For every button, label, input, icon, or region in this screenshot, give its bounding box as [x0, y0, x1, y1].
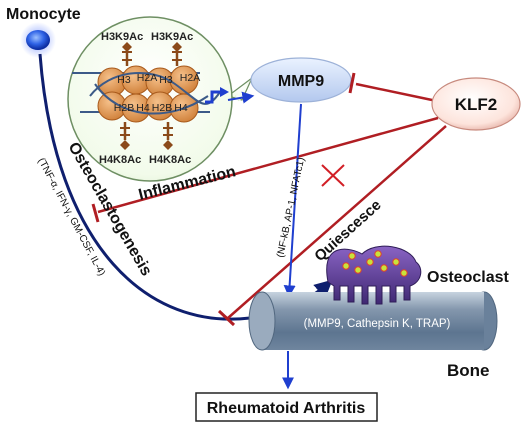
osteoclast-nucleus — [400, 269, 408, 277]
bone-slab — [262, 292, 484, 350]
osteoclast-nucleus — [342, 262, 350, 270]
histone-label: H4 — [174, 102, 188, 114]
mmp9-label: MMP9 — [278, 73, 324, 90]
expression-arrow — [227, 91, 255, 104]
mark-label-bottom: H4K8Ac — [99, 154, 141, 166]
acetyl-mark — [163, 140, 173, 150]
inhibit-mmp9-line — [355, 82, 433, 102]
histone-label: H4 — [136, 102, 150, 114]
transcription-factors-label: (NF-kB, AP-1, NFATc1) — [275, 157, 307, 259]
osteoclast-nucleus — [348, 252, 356, 260]
dna-wrap — [89, 72, 221, 105]
mmp9-node — [250, 57, 352, 103]
histone-label: H2B — [114, 102, 134, 114]
osteoclast — [326, 245, 422, 305]
acetyl-mark — [122, 42, 132, 52]
klf2-label: KLF2 — [455, 95, 498, 114]
osteoclast-nucleus — [354, 266, 362, 274]
inhibit-osteoclastogenesis-bar — [217, 309, 236, 327]
osteoclast-label: Osteoclast — [427, 269, 509, 286]
inhibit-inflammation-bar — [91, 203, 100, 223]
monocyte-cell — [26, 30, 50, 50]
bone: (MMP9, Cathepsin K, TRAP) — [248, 291, 498, 351]
histone-label: H2A — [180, 72, 200, 84]
outcome-label: Rheumatoid Arthritis — [207, 400, 366, 417]
acetyl-mark — [120, 140, 130, 150]
inhibit-osteoclastogenesis-line — [227, 125, 447, 319]
mark-label-top: H3K9Ac — [151, 31, 193, 43]
histone-label: H2B — [152, 102, 172, 114]
klf2-node — [431, 77, 521, 131]
bone-label: Bone — [447, 361, 490, 380]
nucleosome: H3 H2A H3 H2A H2B H4 H2B H4 H3K9Ac H3K9A… — [72, 31, 229, 166]
osteoclast-nucleus — [380, 264, 388, 272]
klf2-inhibitions — [91, 72, 447, 327]
histone-label: H3 — [159, 74, 173, 86]
bone-proteins-label: (MMP9, Cathepsin K, TRAP) — [304, 318, 451, 330]
transcription-start-arrow — [205, 90, 222, 104]
mmp9-to-bone-arrow — [283, 103, 302, 298]
inhibit-mmp9-bar — [348, 72, 356, 94]
histone-label: H2A — [137, 72, 157, 84]
histone-label: H3 — [117, 74, 131, 86]
mark-label-top: H3K9Ac — [101, 31, 143, 43]
monocyte-label: Monocyte — [6, 6, 81, 23]
osteoclast-nucleus — [392, 258, 400, 266]
osteoclast-nucleus — [374, 250, 382, 258]
mark-label-bottom: H4K8Ac — [149, 154, 191, 166]
osteoclast-nucleus — [366, 258, 374, 266]
acetyl-mark — [172, 42, 182, 52]
inhibit-inflammation-line — [97, 116, 439, 214]
outcome-box — [195, 392, 378, 422]
